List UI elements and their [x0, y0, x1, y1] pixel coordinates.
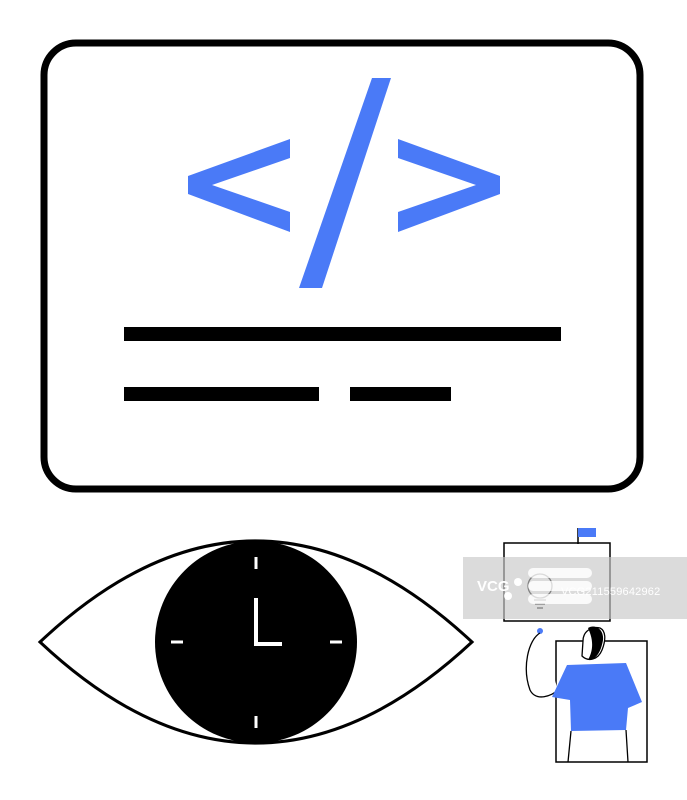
watermark-logo: VCG [477, 578, 510, 595]
person-figure [525, 626, 642, 763]
eye-icon [37, 539, 475, 745]
watermark-band [463, 557, 687, 619]
clock-hands [254, 598, 282, 646]
code-window [40, 39, 644, 493]
code-window-frame [40, 39, 644, 493]
flag-icon [577, 528, 596, 544]
code-text-lines [124, 327, 561, 401]
code-symbol-icon [188, 78, 500, 288]
watermark-id: VCG211559642962 [561, 586, 661, 598]
pointer-dot [537, 628, 543, 634]
clock-icon [155, 541, 357, 743]
